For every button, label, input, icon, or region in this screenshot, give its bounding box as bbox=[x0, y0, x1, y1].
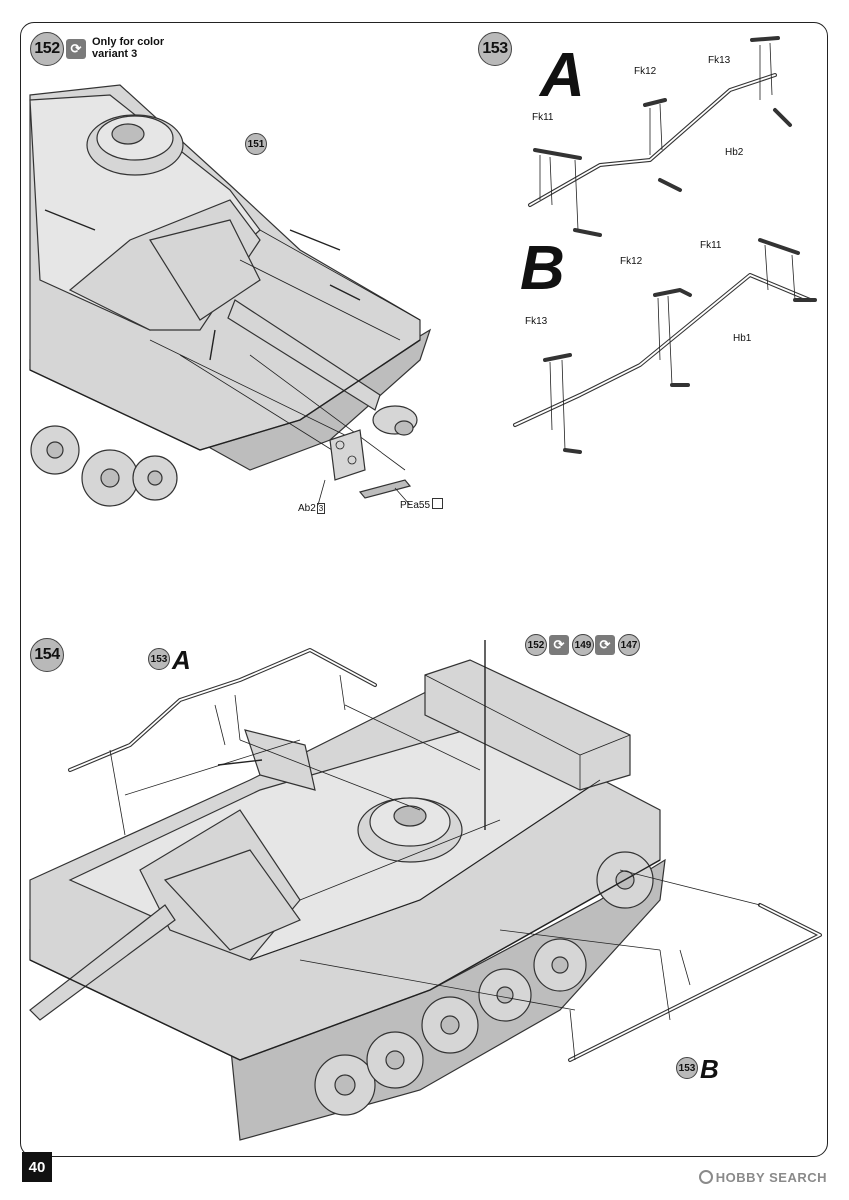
step-154-ref-147: 147 bbox=[618, 634, 640, 656]
frame-a-fk13-label: Fk13 bbox=[708, 55, 731, 66]
photo-etch-icon bbox=[432, 498, 444, 509]
step-152-hull-drawing bbox=[29, 84, 432, 507]
hobby-search-watermark: HOBBY SEARCH bbox=[698, 1170, 827, 1185]
ref-153-a-number: 153 bbox=[150, 653, 168, 665]
ref-153-b-number: 153 bbox=[678, 1062, 696, 1074]
step-152-badge: 152 bbox=[30, 32, 64, 66]
step-154-ref-153-b: 153 bbox=[676, 1057, 698, 1079]
part-pea55-code: PEa55 bbox=[400, 500, 431, 511]
step-154-frame-b bbox=[299, 869, 822, 1062]
step-154-ref-152: 152 bbox=[525, 634, 547, 656]
frame-b-fk12-label: Fk12 bbox=[620, 256, 643, 267]
step-153-frame-a bbox=[528, 36, 792, 237]
part-ab2-quantity: 3 bbox=[316, 503, 326, 514]
step-154-ref-149: 149 bbox=[572, 634, 594, 656]
color-variant-icon: ⟳ bbox=[66, 39, 86, 59]
step-153-frame-b bbox=[513, 238, 817, 454]
watermark-logo-icon bbox=[698, 1170, 713, 1184]
step-153-number: 153 bbox=[482, 40, 508, 57]
step-154-ref-153-a: 153 bbox=[148, 648, 170, 670]
variant-b-letter: B bbox=[520, 234, 565, 303]
step-154-badge: 154 bbox=[30, 638, 64, 672]
frame-a-fk12-label: Fk12 bbox=[634, 66, 657, 77]
page-number-text: 40 bbox=[28, 1158, 46, 1176]
step-154-hull-drawing bbox=[29, 640, 666, 1141]
step-152-parts bbox=[149, 339, 412, 506]
step-154-number: 154 bbox=[34, 646, 60, 663]
step-154-variant-b: B bbox=[700, 1054, 719, 1084]
step-152-number: 152 bbox=[34, 40, 60, 57]
step-154-variant-a: A bbox=[172, 645, 191, 675]
page-frame bbox=[20, 22, 828, 1157]
frame-b-fk13-label: Fk13 bbox=[525, 316, 548, 327]
step-153-badge: 153 bbox=[478, 32, 512, 66]
color-variant-icon-a: ⟳ bbox=[549, 635, 569, 655]
ref-147-number: 147 bbox=[620, 639, 638, 651]
step-154-frame-a bbox=[68, 648, 481, 836]
page-number: 40 bbox=[22, 1152, 52, 1182]
frame-b-hb1-label: Hb1 bbox=[733, 333, 752, 344]
ref-152-number: 152 bbox=[527, 639, 545, 651]
frame-b-fk11-label: Fk11 bbox=[700, 240, 722, 251]
ref-149-number: 149 bbox=[574, 639, 592, 651]
color-variant-icon-b: ⟳ bbox=[595, 635, 615, 655]
frame-a-fk11-label: Fk11 bbox=[532, 112, 554, 123]
part-pea55-label: PEa55 bbox=[400, 498, 444, 511]
frame-a-hb2-label: Hb2 bbox=[725, 147, 744, 158]
variant-a-letter: A bbox=[540, 41, 585, 110]
ref-151-number: 151 bbox=[247, 138, 265, 150]
step-152-note: Only for color variant 3 bbox=[92, 36, 165, 60]
part-ab2-code: Ab2 bbox=[298, 503, 316, 514]
watermark-text: HOBBY SEARCH bbox=[715, 1170, 827, 1185]
step-152-ref-151: 151 bbox=[245, 133, 267, 155]
